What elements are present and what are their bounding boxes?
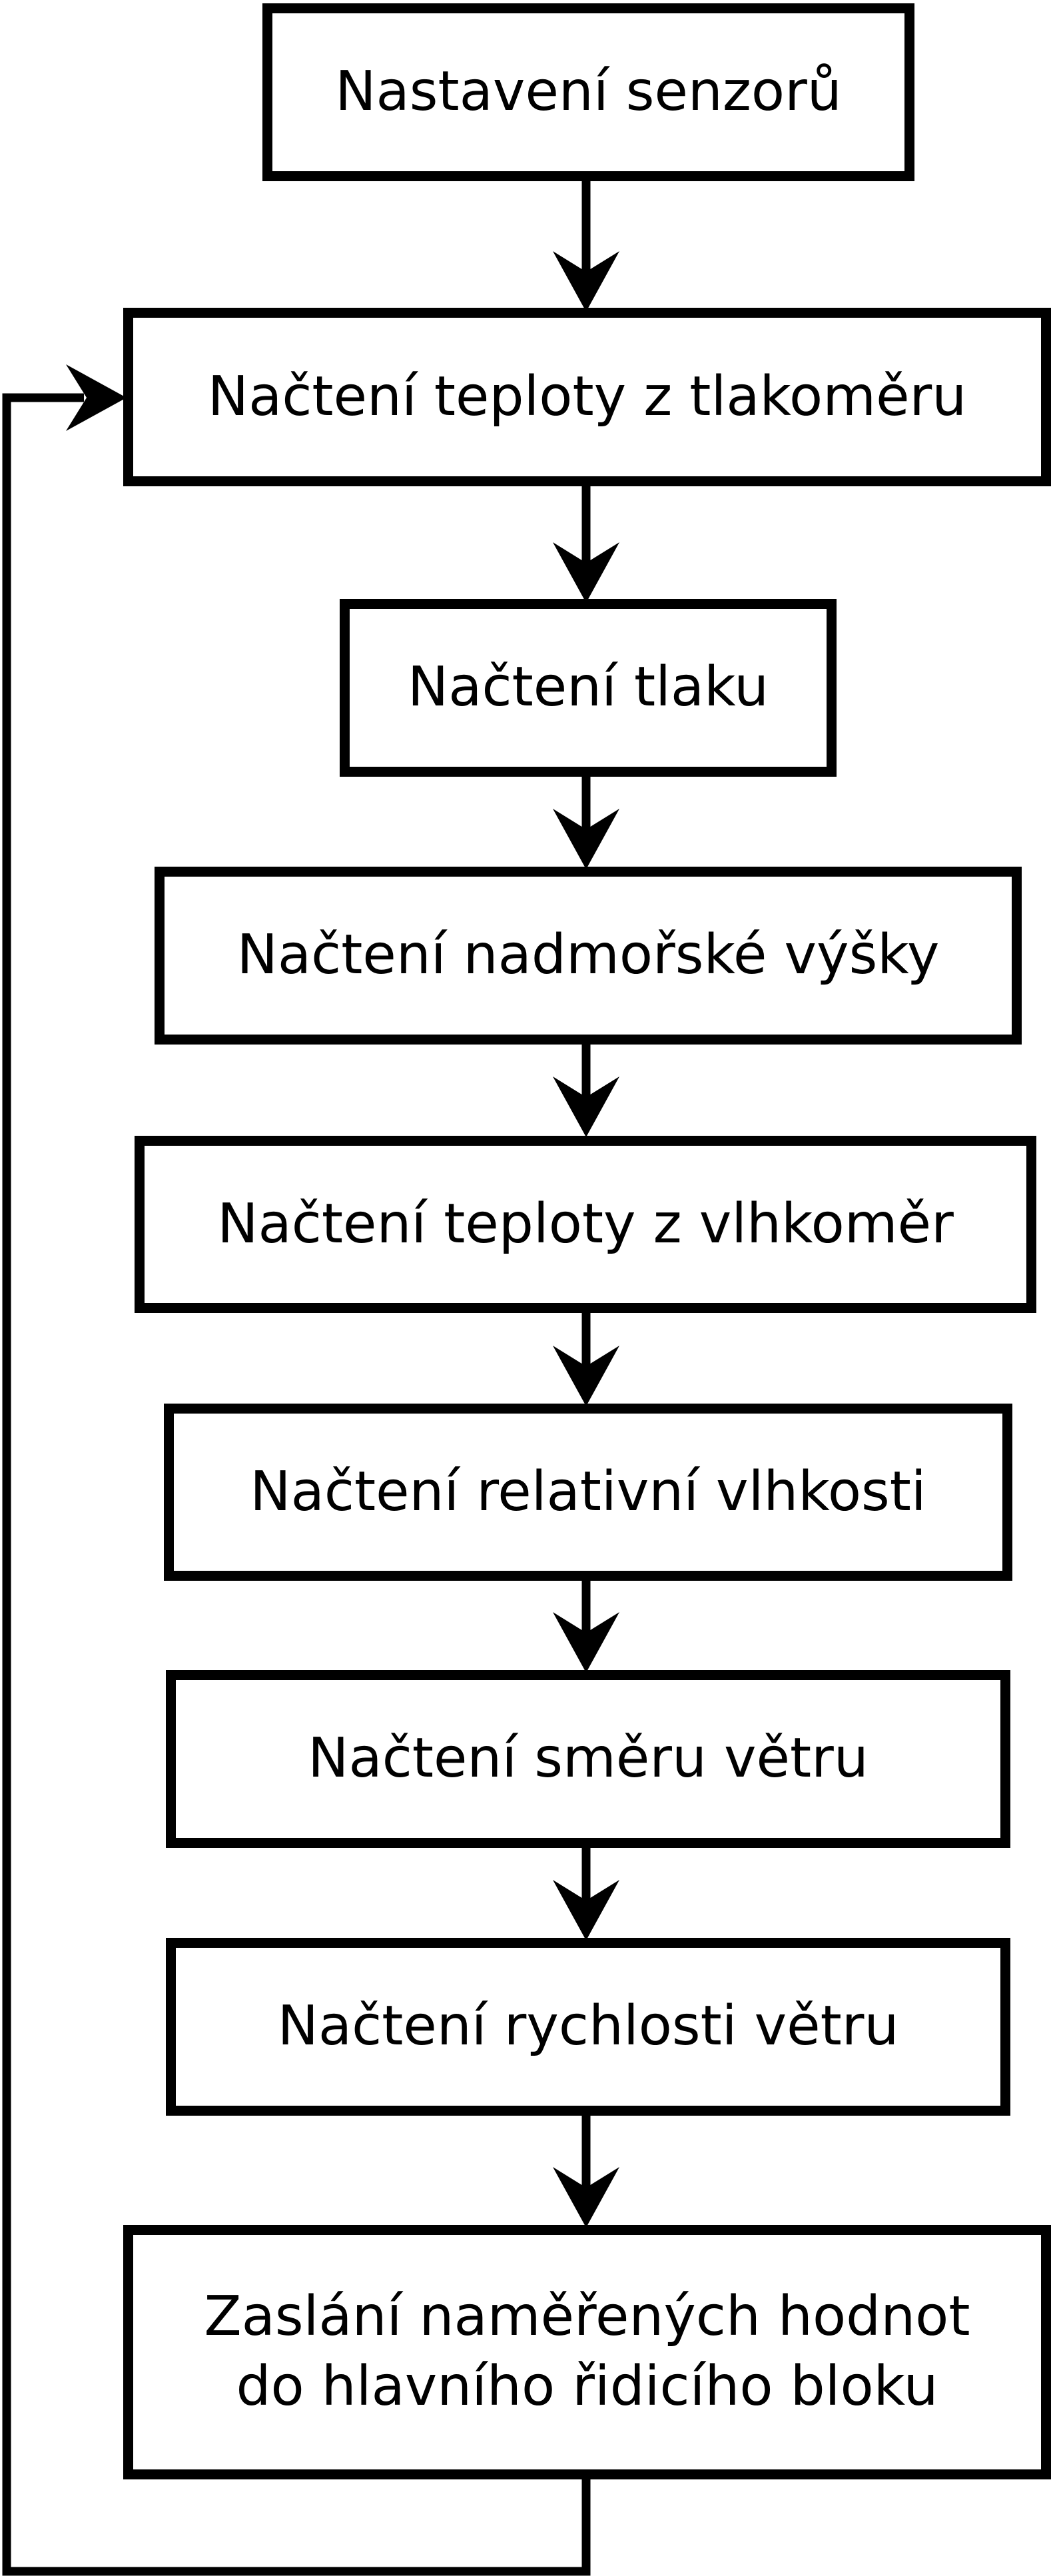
node-label: Zaslání naměřených hodnot [204, 2285, 970, 2349]
flow-arrow-3 [553, 774, 619, 869]
node-label: do hlavního řidicího bloku [236, 2355, 938, 2418]
flow-arrow-1 [553, 179, 619, 312]
node-label: Načtení rychlosti větru [277, 1994, 899, 2058]
node-label: Načtení nadmořské výšky [236, 923, 940, 987]
flow-arrow-8 [553, 2113, 619, 2228]
node-label: Načtení teploty z vlhkoměr [217, 1192, 954, 1256]
flow-arrow-2 [553, 484, 619, 603]
node-label: Načtení směru větru [308, 1727, 869, 1791]
node-label: Nastavení senzorů [335, 60, 842, 124]
flow-arrow-4 [553, 1042, 619, 1137]
loop-back-connector [2, 364, 591, 2576]
flow-arrow-7 [553, 1845, 619, 1940]
flow-node-nacteni-rychlosti-vetru: Načtení rychlosti větru [166, 1938, 1010, 2116]
flow-node-zaslani-namerenych-hodnot: Zaslání naměřených hodnot do hlavního ři… [123, 2225, 1051, 2479]
node-label: Načtení teploty z tlakoměru [207, 364, 967, 428]
flow-node-nacteni-teploty-z-tlakomeru: Načtení teploty z tlakoměru [123, 308, 1051, 486]
flow-node-nacteni-smeru-vetru: Načtení směru větru [166, 1670, 1010, 1848]
node-label: Načtení tlaku [407, 655, 769, 719]
flow-node-nacteni-relativni-vlhkosti: Načtení relativní vlhkosti [164, 1404, 1012, 1581]
node-label: Načtení relativní vlhkosti [250, 1460, 926, 1523]
flow-node-nacteni-teploty-z-vlhkomer: Načtení teploty z vlhkoměr [135, 1136, 1036, 1313]
flow-node-nastaveni-senzoru: Nastavení senzorů [262, 3, 914, 181]
flow-node-nacteni-nadmorske-vysky: Načtení nadmořské výšky [155, 867, 1022, 1045]
flow-arrow-5 [553, 1310, 619, 1406]
flow-node-nacteni-tlaku: Načtení tlaku [340, 599, 837, 777]
flow-arrow-6 [553, 1578, 619, 1673]
